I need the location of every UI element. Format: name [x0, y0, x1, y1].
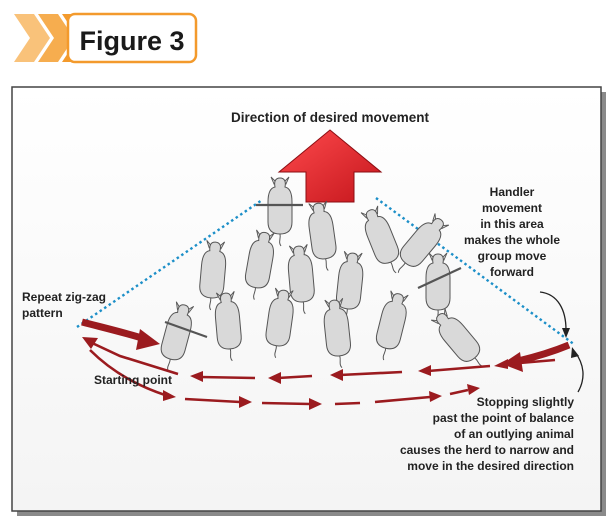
animal-icon: [287, 244, 315, 315]
animal-icon: [244, 229, 275, 300]
animal-icon: [323, 297, 352, 369]
animal-icon: [199, 240, 227, 311]
starting-point-label: Starting point: [94, 373, 172, 387]
herd: [160, 176, 484, 372]
handler-callout-arrow: [539, 291, 567, 331]
handler-callout-arrowhead-icon: [562, 328, 570, 338]
animal-icon: [308, 200, 337, 271]
stop-label-line-1: Stopping slightly: [477, 395, 575, 409]
animal-icon: [335, 250, 364, 322]
figure-label: Figure 3: [79, 26, 184, 56]
animal-icon: [375, 290, 409, 361]
zigzag-path: [89, 340, 556, 406]
zigzag-label-line-1: Repeat zig-zag: [22, 290, 106, 304]
diagram-title: Direction of desired movement: [231, 110, 430, 125]
balance-line-left: [164, 320, 208, 339]
handler-label-line-5: group move: [478, 249, 547, 263]
right-handler-arrow: [517, 341, 571, 365]
right-handler-arrowhead: [502, 352, 523, 372]
stop-label-line-3: of an outlying animal: [454, 427, 574, 441]
animal-icon: [265, 287, 294, 359]
animal-icon: [397, 213, 450, 273]
left-boundary-line: [76, 199, 263, 328]
animal-icon: [425, 252, 451, 323]
zigzag-label-line-2: pattern: [22, 306, 63, 320]
handler-label-line-2: movement: [482, 201, 542, 215]
stop-label-line-2: past the point of balance: [433, 411, 575, 425]
animal-icon: [360, 205, 400, 274]
stop-label-line-5: move in the desired direction: [407, 459, 574, 473]
stop-callout-arrowhead-icon: [571, 347, 579, 358]
handler-label-line-6: forward: [490, 265, 534, 279]
handler-label-line-1: Handler: [490, 185, 535, 199]
figure-label-box: [66, 12, 198, 64]
direction-arrow-icon: [277, 129, 383, 203]
animal-icon: [214, 291, 242, 362]
handler-label-line-3: in this area: [480, 217, 544, 231]
handler-label-line-4: makes the whole: [464, 233, 560, 247]
balance-line-right: [417, 267, 462, 289]
zigzag-arrowheads: [82, 337, 508, 410]
stop-label-line-4: causes the herd to narrow and: [400, 443, 574, 457]
left-handler-arrowhead: [136, 329, 160, 350]
